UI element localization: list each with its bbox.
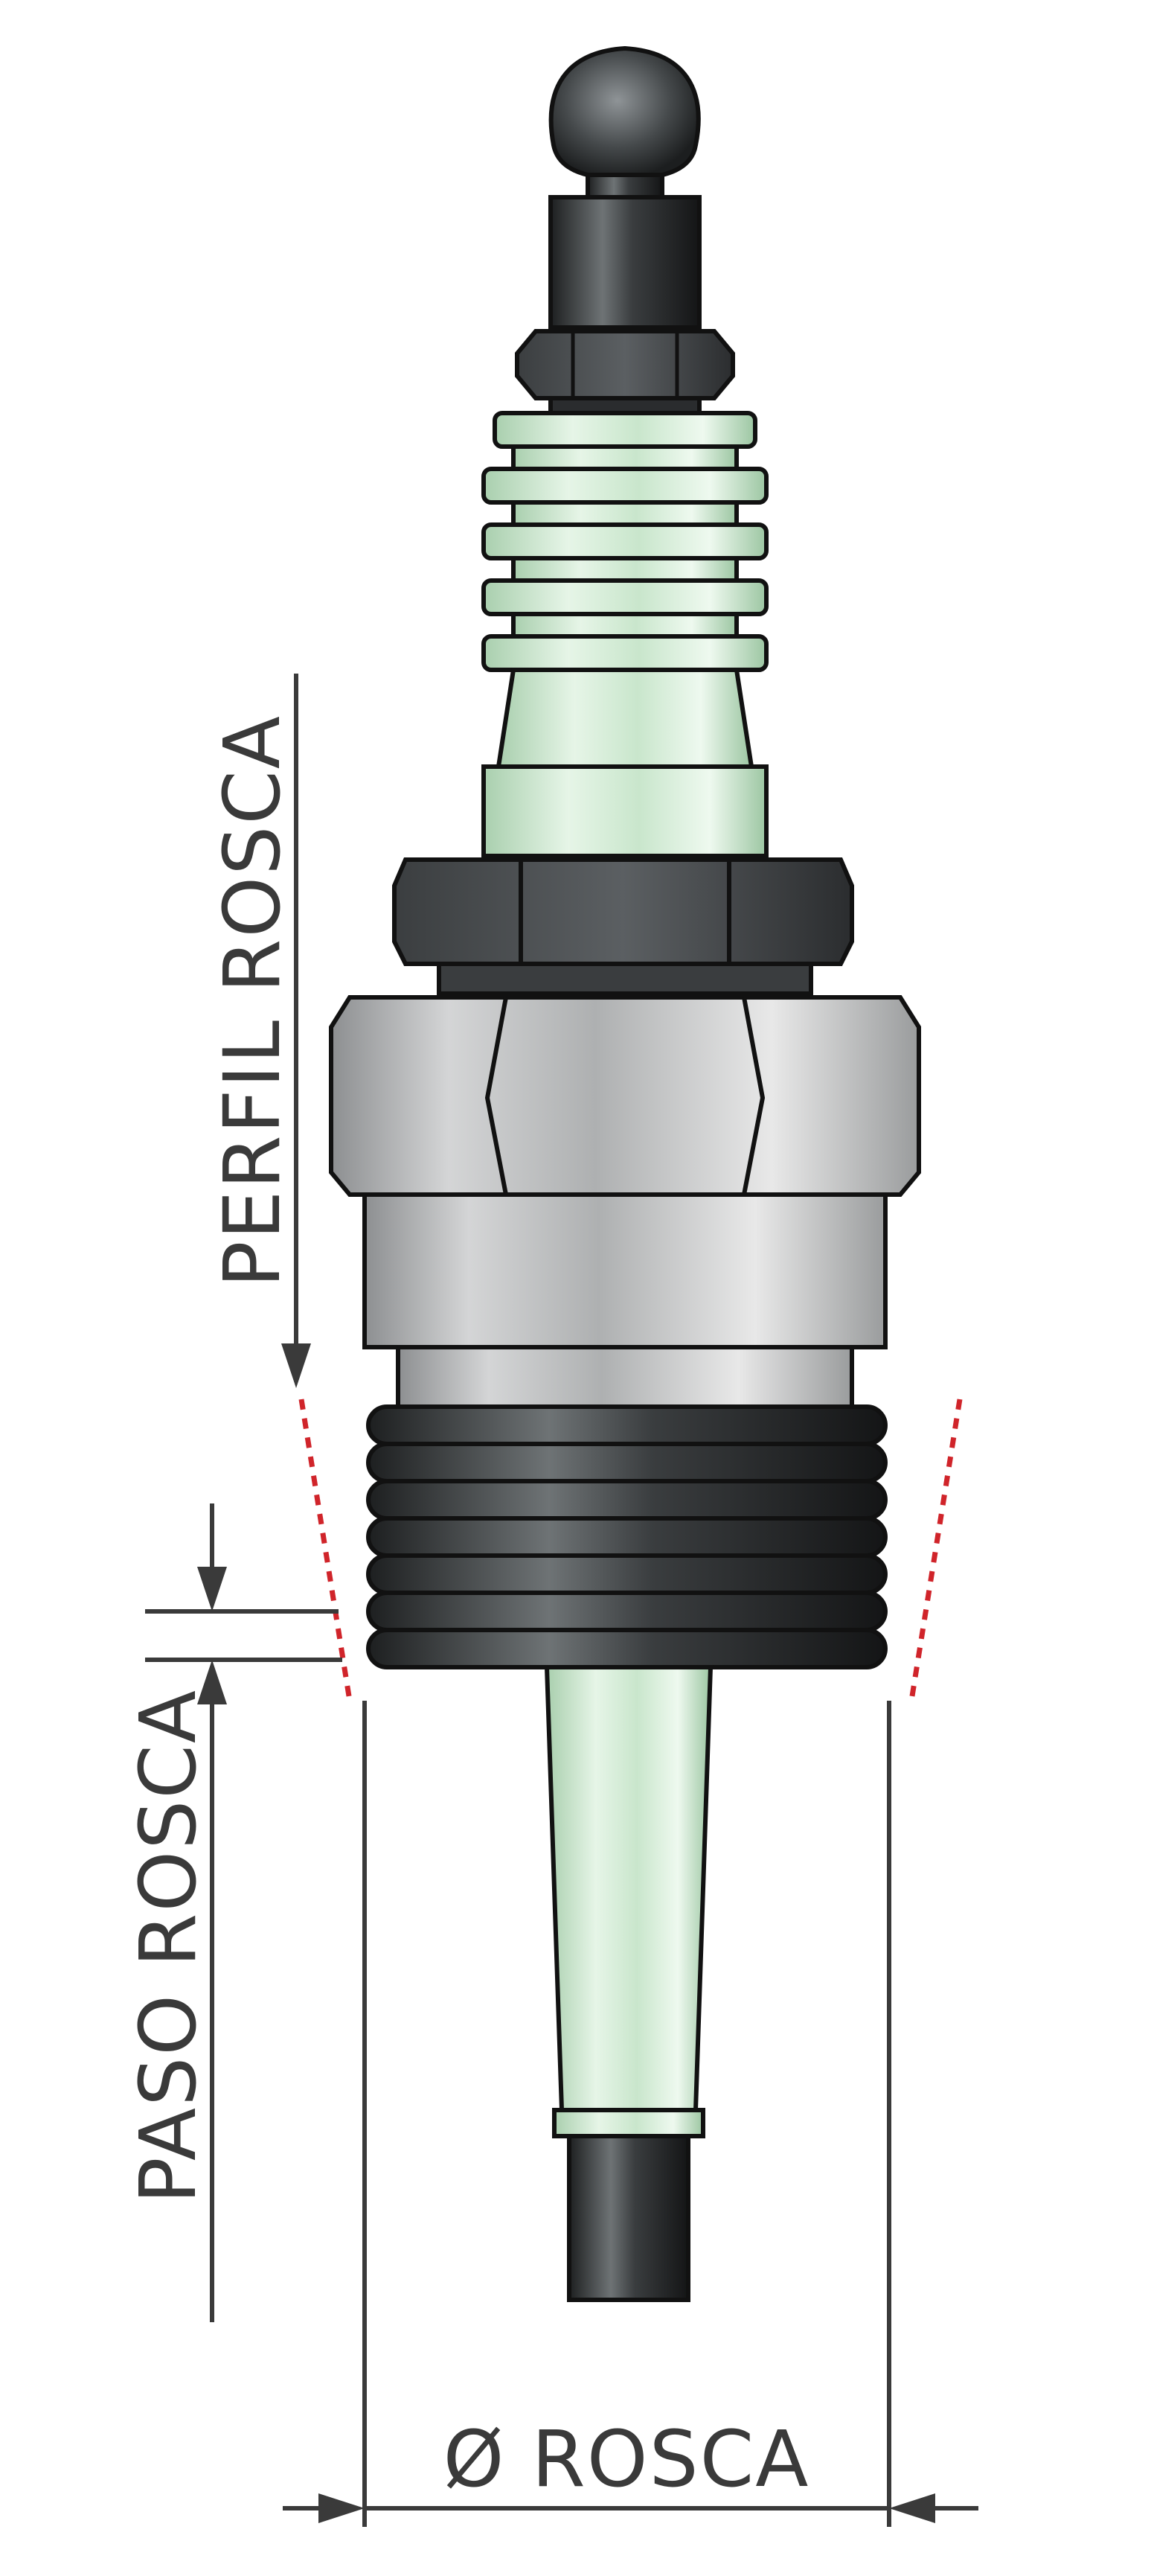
dimension-arrow-icon [197,1567,227,1611]
nose-ring [552,2108,705,2138]
dimension-arrow-icon [889,2493,935,2523]
taper-guide-right [908,1399,963,1701]
thread-taper-guides [298,1399,963,1701]
thread-pitch-label: PASO ROSCA [123,1689,214,2204]
thread [366,1404,888,1669]
insulator-ribs [481,411,769,672]
dimension-arrow-icon [281,1343,311,1388]
terminal-cap-icon [548,45,701,182]
insulator-nose [544,1665,714,2112]
hex-nut-icon [515,329,735,400]
spark-plug [329,45,921,2302]
dimension-arrow-icon [197,1660,227,1704]
thread-profile-label: PERFIL ROSCA [207,715,298,1288]
hex-gap [437,962,813,996]
shell-body [362,1192,888,1349]
center-electrode [567,2134,690,2302]
insulator-upper [496,668,754,769]
thread-diameter-label: Ø ROSCA [443,2414,810,2505]
taper-guide-left [298,1399,353,1701]
dimension-arrows [197,1343,935,2523]
dimension-lines [145,674,978,2527]
upper-hex [392,857,854,966]
insulator-collar [481,764,769,858]
main-hex [329,995,921,1197]
shell-neck [396,1345,854,1409]
terminal-shaft [548,195,702,330]
dimension-arrow-icon [318,2493,365,2523]
